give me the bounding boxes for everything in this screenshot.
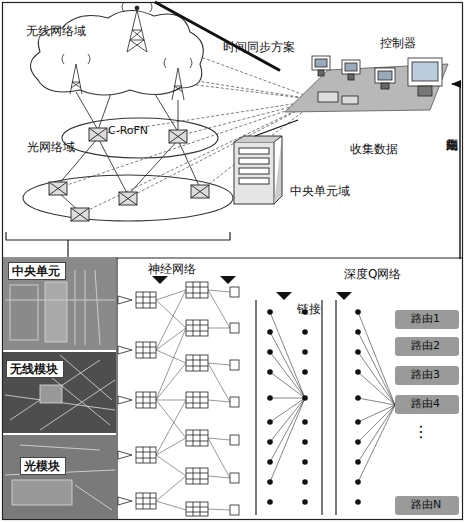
node-text: 路由2	[411, 339, 440, 353]
optical-domain: 光网络域	[15, 100, 240, 230]
node-text: 无线模块	[10, 362, 58, 376]
node-text: 控制器	[380, 36, 416, 50]
node-text: 路由3	[411, 368, 440, 382]
connector	[255, 120, 298, 136]
wireless-cloud: 无线网络域	[20, 2, 210, 102]
connector	[452, 84, 460, 259]
central-unit-domain-shape	[230, 136, 355, 216]
controller: 控制器	[280, 30, 452, 120]
route-box: 路由3	[395, 366, 459, 385]
annotation-label: 神经网络	[148, 262, 196, 276]
node-text: 中央单元域	[290, 184, 350, 198]
node-text: 深度Q网络	[344, 267, 401, 281]
deep-q-panel: 深度Q网络路由1 路由2 路由3 路由4 路由N	[118, 259, 462, 520]
route-box: 路由4	[395, 395, 459, 414]
edge-label: 时间同步方案	[223, 40, 295, 54]
node-text: 中央单元	[12, 264, 60, 278]
annotation-label: ⋮	[413, 425, 429, 439]
node-text: 路由1	[411, 312, 440, 326]
central-unit-domain: 中央单元域	[230, 136, 355, 216]
photo-label: 中央单元	[8, 262, 66, 280]
route-box: 路由1	[395, 310, 459, 329]
annotation-label: 链接	[297, 302, 321, 316]
photo-label: 光模块	[20, 457, 66, 475]
annotation-label: C-RoFN	[108, 124, 148, 138]
photo-label: 无线模块	[6, 360, 64, 378]
edge-label: 收集数据	[350, 142, 398, 156]
node-text: 光模块	[24, 459, 60, 473]
wireless-cloud-shape	[20, 2, 210, 102]
node-text: 路由4	[411, 397, 440, 411]
node-text: 无线网络域	[26, 24, 86, 38]
route-box: 路由N	[395, 496, 459, 515]
route-box: 路由2	[395, 337, 459, 356]
controller-shape	[280, 30, 452, 120]
node-text: 路由N	[411, 498, 441, 512]
node-text: 光网络域	[27, 140, 75, 154]
